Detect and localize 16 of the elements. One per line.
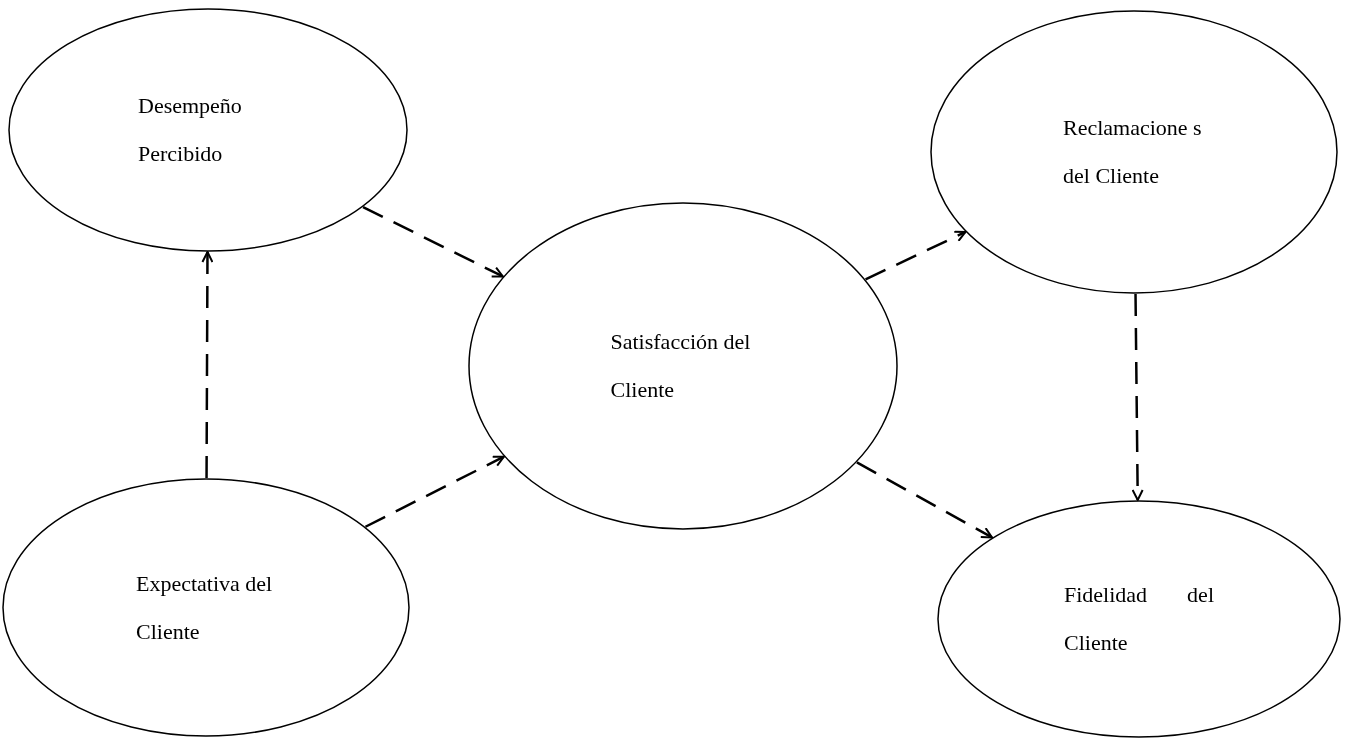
dashed-arrow — [201, 251, 214, 478]
ellipse-node — [2, 478, 410, 737]
dashed-arrow — [865, 230, 967, 281]
dashed-arrow — [364, 455, 505, 528]
ellipse-node — [468, 202, 898, 530]
ellipse-node — [930, 10, 1338, 294]
node-label: Reclamacione s del Cliente — [1063, 114, 1203, 190]
node-label: Desempeño Percibido — [138, 92, 243, 168]
dashed-arrow — [362, 205, 504, 278]
node-label: Satisfacción del Cliente — [610, 328, 752, 404]
dashed-arrow — [856, 461, 993, 539]
ellipse-node — [8, 8, 408, 252]
node-label: Expectativa del Cliente — [136, 569, 274, 646]
ellipse-node — [937, 500, 1341, 738]
dashed-arrow — [1131, 294, 1144, 501]
node-label: Fidelidad del Cliente — [1064, 581, 1214, 657]
